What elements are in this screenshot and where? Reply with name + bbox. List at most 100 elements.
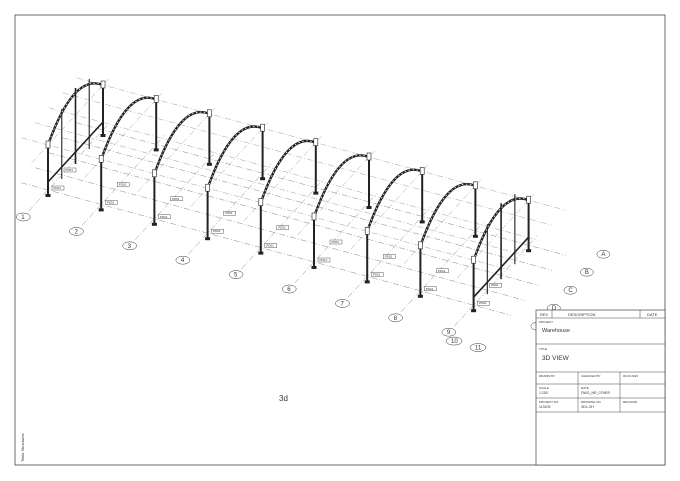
grid-line bbox=[294, 192, 378, 284]
haunch bbox=[260, 123, 265, 132]
revision-label: REVISION bbox=[623, 400, 637, 404]
grid-line bbox=[347, 207, 431, 298]
member-tag: PD01 bbox=[436, 268, 449, 273]
svg-text:D: D bbox=[552, 306, 557, 312]
base-plate bbox=[311, 266, 317, 269]
member-tag: PD01 bbox=[329, 239, 343, 245]
svg-text:8: 8 bbox=[394, 316, 398, 322]
grid-line bbox=[35, 122, 525, 256]
grid-line bbox=[35, 167, 525, 301]
member-tag: PD01 bbox=[424, 286, 437, 291]
base-plate bbox=[260, 177, 266, 181]
svg-text:PD01: PD01 bbox=[172, 197, 180, 201]
grid-line bbox=[48, 107, 539, 241]
base-plate bbox=[526, 249, 532, 253]
grid-letter-label: C bbox=[563, 285, 578, 295]
rafter bbox=[46, 82, 104, 146]
grid-line bbox=[31, 78, 109, 164]
grid-line bbox=[190, 122, 269, 207]
svg-text:PD01: PD01 bbox=[119, 182, 127, 186]
grid-line bbox=[135, 149, 218, 240]
haunch bbox=[152, 169, 157, 178]
haunch bbox=[98, 155, 104, 163]
rafter bbox=[100, 96, 157, 160]
grid-number-label: 10 bbox=[445, 336, 463, 346]
view-label: 3d bbox=[279, 394, 288, 403]
svg-text:PD01: PD01 bbox=[385, 254, 393, 258]
svg-text:10: 10 bbox=[451, 339, 458, 345]
haunch bbox=[526, 195, 531, 204]
haunch bbox=[313, 138, 319, 146]
haunch bbox=[418, 241, 423, 250]
grid-line bbox=[350, 165, 428, 250]
svg-text:PD01: PD01 bbox=[438, 269, 446, 273]
member-tag: PD01 bbox=[317, 257, 331, 263]
svg-text:PD01: PD01 bbox=[373, 272, 381, 276]
scale-label: SCALE bbox=[539, 386, 549, 390]
base-plate bbox=[364, 280, 370, 284]
project-no-label: PROJECT NO bbox=[539, 400, 559, 404]
drawing-date: 09.03.2023 bbox=[623, 374, 638, 378]
sheet-value: DWG_NR_0THER bbox=[581, 391, 610, 395]
member-tag: PD01 bbox=[170, 196, 183, 202]
checked-by-label: CHECKED BY bbox=[581, 374, 601, 378]
haunch bbox=[207, 109, 212, 118]
grid-letter-label: A bbox=[596, 249, 611, 259]
drawn-by-label: DRAWN BY bbox=[539, 374, 555, 378]
member-tag: PD01 bbox=[211, 228, 224, 234]
grid-line bbox=[84, 93, 162, 178]
svg-text:6: 6 bbox=[287, 287, 291, 293]
member-tag: PD01 bbox=[63, 167, 77, 173]
base-plate bbox=[313, 191, 319, 195]
svg-text:PD01: PD01 bbox=[278, 226, 286, 230]
member-tag: PD01 bbox=[116, 182, 130, 187]
base-plate bbox=[151, 222, 157, 226]
drawing-no-value: 3D1-OH bbox=[581, 405, 594, 409]
haunch bbox=[364, 227, 370, 235]
base-plate bbox=[472, 234, 478, 238]
svg-text:PD01: PD01 bbox=[160, 215, 168, 219]
base-plate bbox=[258, 251, 264, 255]
haunch bbox=[473, 181, 478, 190]
haunch bbox=[100, 80, 106, 89]
base-plate bbox=[45, 194, 51, 197]
rafter bbox=[206, 125, 264, 189]
grid-number-label: 4 bbox=[175, 255, 191, 265]
grid-number-label: 5 bbox=[228, 270, 244, 279]
grid-number-label: 9 bbox=[441, 327, 457, 337]
grid-number-label: 3 bbox=[122, 241, 137, 251]
svg-text:PD01: PD01 bbox=[479, 301, 487, 305]
svg-text:11: 11 bbox=[475, 346, 482, 352]
rafter bbox=[419, 183, 476, 247]
svg-text:4: 4 bbox=[181, 258, 185, 264]
base-plate bbox=[417, 294, 423, 298]
svg-text:5: 5 bbox=[234, 273, 238, 279]
rev-header: REV bbox=[540, 312, 549, 317]
scale-value: 1:200 bbox=[539, 391, 548, 395]
base-plate bbox=[100, 134, 106, 137]
member-tag: PD01 bbox=[276, 225, 289, 230]
grid-number-label: 7 bbox=[335, 299, 350, 308]
grid-line bbox=[244, 136, 322, 221]
haunch bbox=[45, 140, 51, 149]
member-tag: PD01 bbox=[104, 200, 118, 205]
svg-text:1: 1 bbox=[21, 215, 25, 221]
sheet-border bbox=[14, 14, 666, 466]
rafter bbox=[153, 111, 210, 175]
svg-text:2: 2 bbox=[74, 229, 78, 235]
grid-number-label: 6 bbox=[282, 284, 297, 294]
end-wall-beam bbox=[473, 236, 530, 298]
grid-line bbox=[62, 137, 553, 271]
haunch bbox=[471, 255, 476, 264]
svg-text:PD01: PD01 bbox=[332, 240, 340, 244]
grid-line bbox=[76, 77, 566, 211]
base-plate bbox=[98, 208, 104, 212]
title-block: REV DESCRIPTION DATE PROJECT Warehouse T… bbox=[535, 309, 666, 466]
grid-number-label: 1 bbox=[16, 212, 31, 222]
base-plate bbox=[419, 220, 425, 224]
svg-text:PD01: PD01 bbox=[66, 168, 74, 172]
svg-text:PD01: PD01 bbox=[426, 287, 434, 291]
svg-text:PD01: PD01 bbox=[266, 244, 274, 248]
haunch bbox=[205, 183, 210, 192]
end-wall-beam bbox=[47, 121, 104, 183]
